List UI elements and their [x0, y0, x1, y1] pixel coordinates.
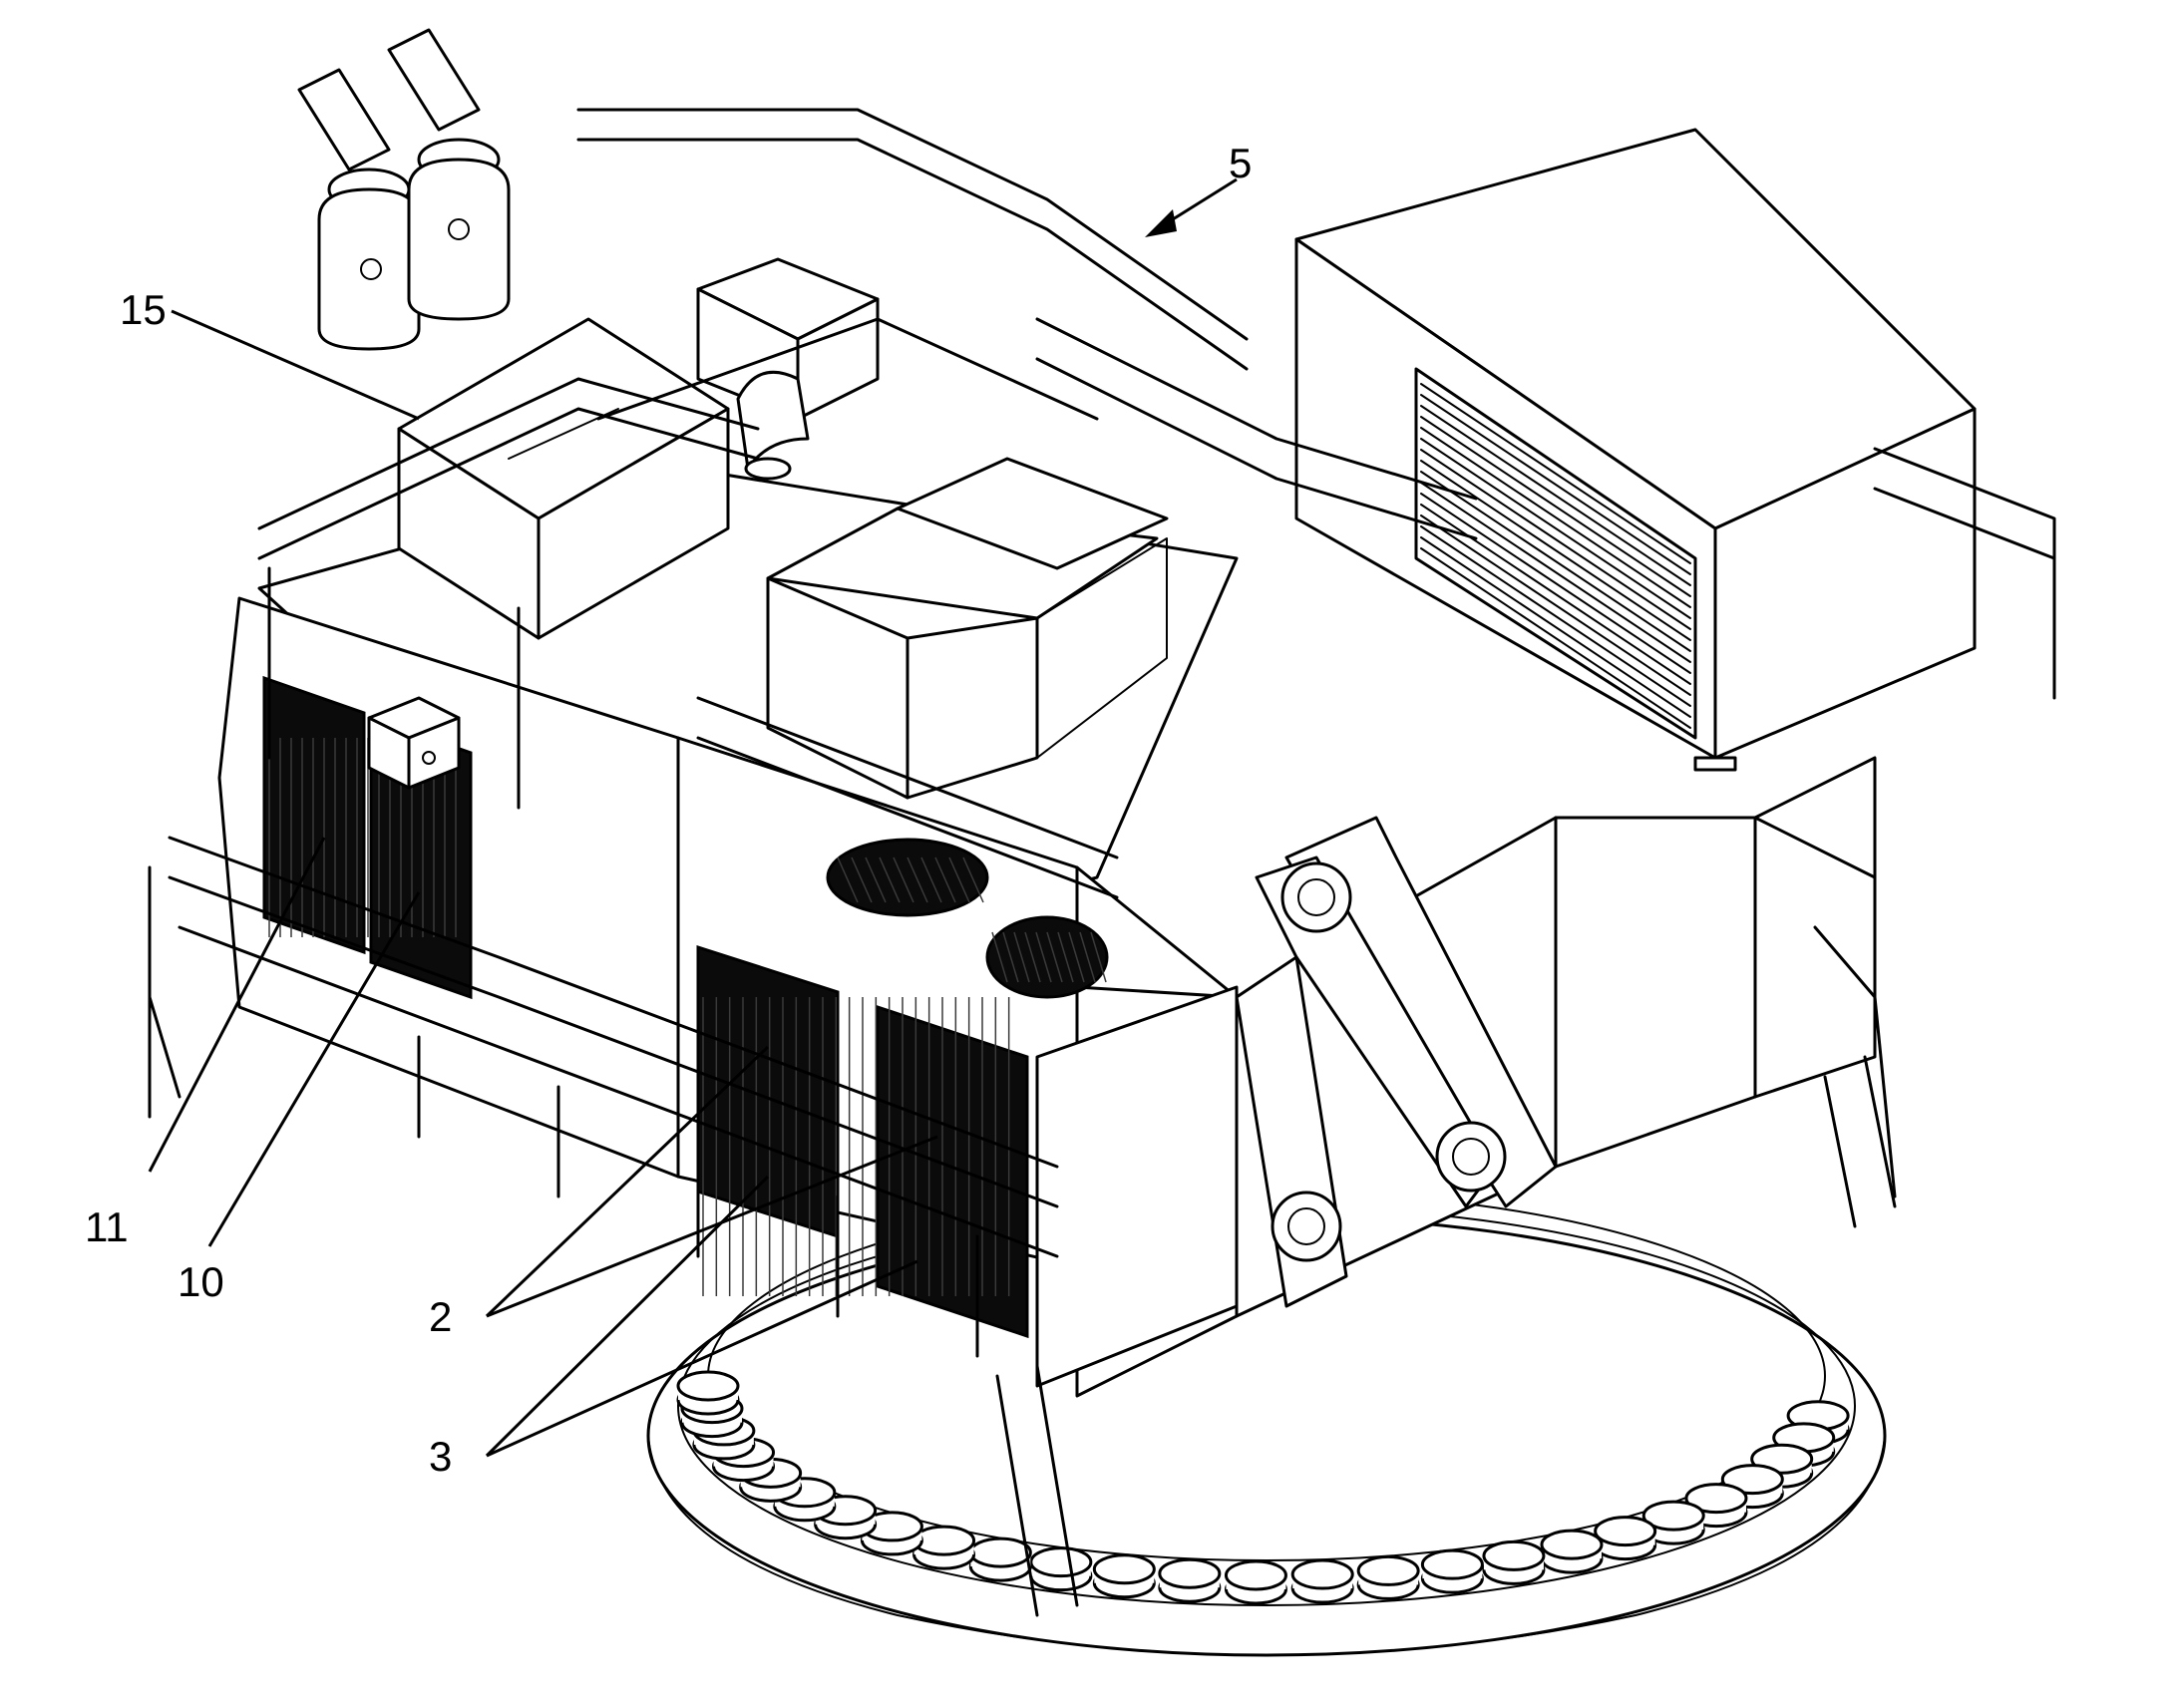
ladders [148, 995, 1897, 1617]
fan-blade [1002, 931, 1019, 983]
louver-slat [1420, 536, 1691, 718]
leader-2a [485, 1045, 770, 1318]
roller-group [676, 1370, 1850, 1605]
fan-blade [948, 856, 970, 903]
louver-slat [1420, 449, 1691, 630]
cab-housing [1294, 128, 1977, 1169]
fan-blade [920, 856, 942, 903]
louver-slat [1420, 514, 1691, 696]
fan-blade [1090, 931, 1107, 983]
fan-blade [1068, 931, 1085, 983]
roller [1356, 1554, 1420, 1600]
fan-blade [1046, 931, 1063, 983]
left-grille-panels [262, 675, 473, 1000]
louver-slat [1420, 460, 1691, 641]
fan-blade [1057, 931, 1074, 983]
roller [968, 1537, 1032, 1582]
callout-3: 3 [429, 1433, 452, 1480]
fan-blade [991, 931, 1008, 983]
fan-blade [962, 856, 984, 903]
louver-slat [1420, 493, 1691, 674]
louver-slat [1420, 394, 1691, 575]
roller [1029, 1546, 1093, 1592]
louver-slat [1420, 383, 1691, 564]
louver-slat [1420, 405, 1691, 586]
access-door [1035, 985, 1239, 1388]
leader-3b [486, 1259, 918, 1458]
louver-slat [1420, 471, 1691, 652]
leader-10 [207, 891, 421, 1247]
fan-blade [907, 856, 928, 903]
roller [912, 1525, 976, 1570]
fan-blade [934, 856, 956, 903]
callout-5: 5 [1229, 140, 1252, 186]
fan-blade [1013, 931, 1030, 983]
center-grille-panels [696, 944, 1029, 1339]
leader-11 [148, 837, 326, 1173]
junction-box [367, 696, 461, 790]
callout-10: 10 [178, 1258, 224, 1305]
fan-blade [1035, 931, 1052, 983]
leader-5-arrow [1145, 209, 1177, 237]
louver-slat [1420, 438, 1691, 619]
roller [860, 1511, 923, 1556]
leader-2b [486, 1135, 938, 1318]
callout-2: 2 [429, 1293, 452, 1340]
fan-blade [1024, 931, 1041, 983]
leader-3a [485, 1175, 770, 1458]
fan-blade [837, 856, 859, 903]
engine-block [397, 317, 730, 640]
roller [1224, 1559, 1287, 1605]
fan-blade [851, 856, 873, 903]
handrails [148, 108, 2056, 1358]
leader-lines [148, 177, 1238, 1458]
fan-blade [865, 856, 887, 903]
cab-louvers [1420, 383, 1691, 729]
fan-blade [879, 856, 901, 903]
roller [1420, 1548, 1484, 1594]
roller [676, 1370, 740, 1416]
air-intake-stacks [297, 28, 511, 351]
boom-linkage [1235, 816, 1558, 1308]
blower-unit [696, 257, 880, 481]
roller [1684, 1483, 1748, 1529]
louver-slat [1420, 482, 1691, 663]
louver-slat [1420, 547, 1691, 729]
callout-15: 15 [120, 286, 167, 333]
roller [1092, 1553, 1156, 1599]
fan-blade [893, 856, 914, 903]
roller [1482, 1539, 1546, 1585]
louver-slat [1420, 416, 1691, 597]
roller [1290, 1558, 1354, 1604]
roller [1540, 1529, 1604, 1574]
roller [1158, 1557, 1222, 1603]
cooler-modules [766, 457, 1169, 800]
leader-15 [171, 309, 420, 421]
louver-slat [1420, 427, 1691, 608]
roller [1594, 1516, 1657, 1561]
callout-11: 11 [85, 1203, 129, 1250]
fan-assembly [826, 838, 1109, 999]
louver-slat [1420, 525, 1691, 707]
fan-blade [1079, 931, 1096, 983]
